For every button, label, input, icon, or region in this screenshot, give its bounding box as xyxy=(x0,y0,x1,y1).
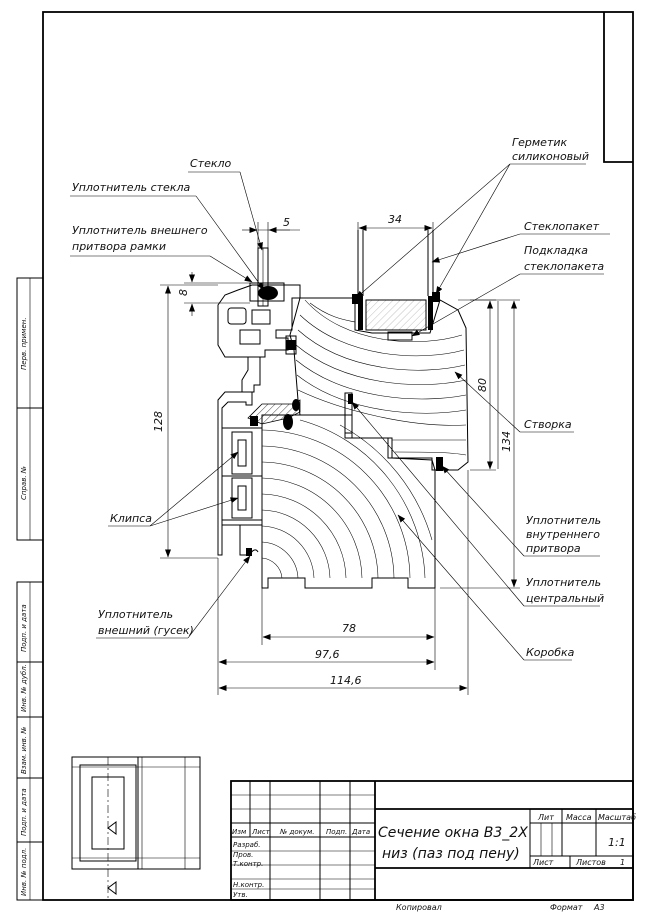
dim-34: 34 xyxy=(388,213,402,226)
dim-128: 128 xyxy=(152,411,165,432)
label-uplotnitel-vnutr-2: внутреннего xyxy=(526,528,600,541)
label-steklopaket: Стеклопакет xyxy=(524,220,600,233)
dimension-lines: 5 34 8 128 80 134 78 xyxy=(152,213,520,695)
stamp-inv-dubl: Инв. № дубл. xyxy=(20,664,28,712)
label-uplotnitel-stekla: Уплотнитель стекла xyxy=(72,181,190,194)
footer-format-value: А3 xyxy=(593,903,605,912)
stamp-podp-data-2: Подп. и дата xyxy=(20,788,28,836)
tb-list: Лист xyxy=(251,828,271,836)
label-uplotnitel-vnutr-3: притвора xyxy=(526,542,581,555)
drawing-title-line2: низ (паз под пену) xyxy=(382,846,520,862)
tb-razrab: Разраб. xyxy=(233,841,261,849)
label-uplotnitel-gusek-2: внешний (гусек) xyxy=(98,624,194,637)
tb-masshtab: Масштаб xyxy=(598,813,636,822)
tb-massa: Масса xyxy=(566,813,592,822)
dim-97-6: 97,6 xyxy=(315,648,340,661)
tb-n-kontr: Н.контр. xyxy=(233,881,264,889)
frame-groove-seal xyxy=(348,394,353,404)
left-stamp-columns: Перв. примен. Справ. № Подп. и дата Инв.… xyxy=(16,277,44,901)
title-block: Изм Лист № докум. Подп. Дата Разраб. Про… xyxy=(230,780,636,901)
label-steklo: Стекло xyxy=(190,157,232,170)
tb-list-label: Лист xyxy=(532,858,554,867)
drawing-title-line1: Сечение окна В3_2Х xyxy=(378,825,528,841)
stamp-vzam-inv: Взам. инв. № xyxy=(20,726,28,774)
tb-t-kontr: Т.контр. xyxy=(233,860,263,868)
stamp-inv-podl: Инв. № подл. xyxy=(20,848,28,896)
cross-section xyxy=(217,230,469,589)
glass-packet xyxy=(352,230,440,341)
tb-utv: Утв. xyxy=(233,891,248,899)
label-uplotnitel-vnutr-1: Уплотнитель xyxy=(526,514,601,527)
sash-grain xyxy=(295,299,467,456)
stamp-podp-data-1: Подп. и дата xyxy=(20,604,28,652)
dim-78: 78 xyxy=(342,622,356,635)
callouts: Герметик силиконовый Стекло Уплотнитель … xyxy=(70,136,610,661)
tb-data: Дата xyxy=(351,828,370,836)
label-germetik-2: силиконовый xyxy=(512,150,589,163)
label-podkladka-2: стеклопакета xyxy=(524,260,604,273)
frame-grain xyxy=(261,419,433,579)
tb-lit: Лит xyxy=(537,813,554,822)
label-korobka: Коробка xyxy=(526,646,575,659)
footer-kopiroval: Копировал xyxy=(396,903,442,912)
sheet-footer: Копировал Формат А3 xyxy=(396,903,605,912)
label-uplotnitel-vneshn-1: Уплотнитель внешнего xyxy=(72,224,208,237)
label-uplotnitel-gusek-1: Уплотнитель xyxy=(98,608,173,621)
dim-8: 8 xyxy=(177,289,190,296)
sash-stvorka xyxy=(289,297,469,471)
tb-prov: Пров. xyxy=(233,851,253,859)
label-germetik-1: Герметик xyxy=(512,136,568,149)
tb-scale-value: 1:1 xyxy=(608,836,626,849)
label-uplotnitel-centr-1: Уплотнитель xyxy=(526,576,601,589)
label-stvorka: Створка xyxy=(524,418,572,431)
stamp-perv-primen: Перв. примен. xyxy=(20,317,28,370)
label-uplotnitel-centr-2: центральный xyxy=(526,592,604,605)
central-seal xyxy=(247,399,301,430)
stamp-sprav-no: Справ. № xyxy=(20,466,28,500)
inner-rebate-seal xyxy=(436,457,443,471)
frame-korobka xyxy=(261,392,436,589)
tb-listov-label: Листов xyxy=(575,858,606,867)
tb-listov-value: 1 xyxy=(620,858,625,867)
glass-single xyxy=(249,247,285,307)
tb-izm: Изм xyxy=(232,828,247,836)
label-podkladka-1: Подкладка xyxy=(524,244,588,257)
tb-podp: Подп. xyxy=(326,828,347,836)
tb-no-dokum: № докум. xyxy=(279,828,315,836)
elevation-thumbnail xyxy=(71,756,201,900)
label-uplotnitel-vneshn-2: притвора рамки xyxy=(72,240,166,253)
dim-114-6: 114,6 xyxy=(330,674,362,687)
label-klipsa: Клипса xyxy=(110,512,152,525)
dim-134: 134 xyxy=(500,431,513,452)
dim-5: 5 xyxy=(283,216,290,229)
footer-format: Формат xyxy=(550,903,583,912)
dim-80: 80 xyxy=(476,378,489,392)
